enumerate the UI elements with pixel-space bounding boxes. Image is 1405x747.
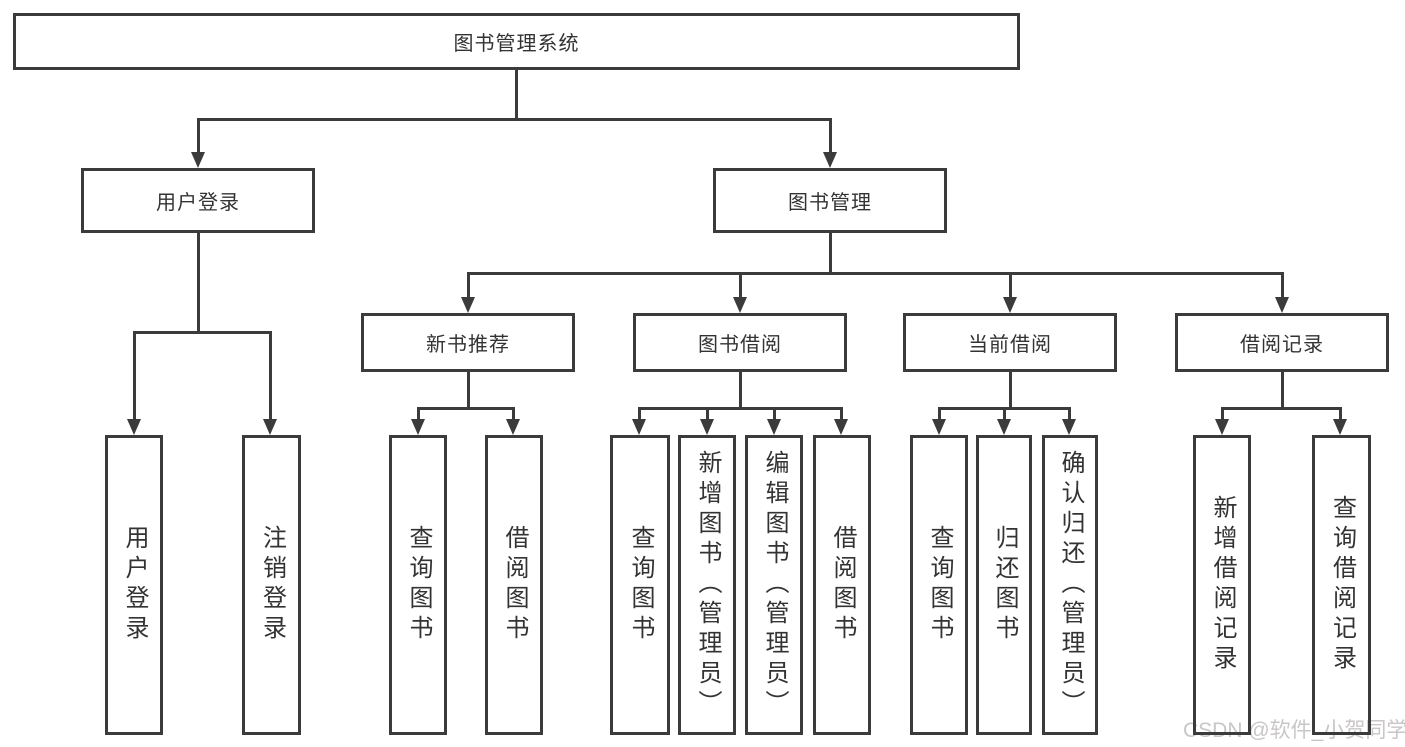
node-leaf-query-books-3: 查询图书 — [910, 435, 968, 735]
node-label: 用户登录 — [121, 525, 148, 645]
node-new-book-recommend: 新书推荐 — [361, 313, 575, 372]
connector-drop — [773, 410, 776, 421]
node-label: 图书借阅 — [698, 334, 782, 356]
node-leaf-confirm-return-admin: 确认归还（管理员） — [1042, 435, 1098, 735]
node-book-management: 图书管理 — [713, 168, 947, 233]
arrow-down-icon — [700, 419, 714, 435]
node-leaf-add-borrow-record: 新增借阅记录 — [1193, 435, 1251, 735]
node-leaf-borrow-books-2: 借阅图书 — [813, 435, 871, 735]
node-label: 借阅图书 — [501, 525, 528, 645]
connector-user-login-rail — [133, 331, 272, 334]
connector-drop-login — [133, 334, 136, 421]
node-label: 查询图书 — [405, 525, 432, 645]
connector-borrow-records-rail — [1221, 407, 1342, 410]
node-current-borrowing: 当前借阅 — [903, 313, 1117, 372]
connector-drop — [512, 410, 515, 421]
arrow-down-icon — [263, 419, 277, 435]
node-label: 新增图书（管理员） — [694, 450, 721, 720]
connector-drop-user-login — [197, 118, 200, 154]
node-label: 图书管理 — [788, 192, 872, 214]
node-label: 查询图书 — [627, 525, 654, 645]
node-leaf-borrow-books-1: 借阅图书 — [485, 435, 543, 735]
connector-root-stub — [515, 70, 518, 118]
node-label: 借阅记录 — [1240, 334, 1324, 356]
node-borrowing-records: 借阅记录 — [1175, 313, 1389, 372]
connector-drop — [1003, 410, 1006, 421]
node-book-borrowing: 图书借阅 — [633, 313, 847, 372]
arrow-down-icon — [191, 152, 205, 168]
connector-drop — [938, 410, 941, 421]
connector-drop — [1068, 410, 1071, 421]
node-user-login: 用户登录 — [81, 168, 315, 233]
node-label: 新增借阅记录 — [1209, 495, 1236, 675]
connector-root-rail — [197, 118, 831, 121]
connector-book-management-stub — [829, 233, 832, 275]
connector-drop — [417, 410, 420, 421]
arrow-down-icon — [411, 419, 425, 435]
node-library-management-system: 图书管理系统 — [13, 13, 1020, 70]
connector-book-borrow-rail — [638, 407, 843, 410]
connector-drop — [1339, 410, 1342, 421]
connector-drop — [840, 410, 843, 421]
connector-book-management-rail — [467, 272, 1284, 275]
arrow-down-icon — [932, 419, 946, 435]
node-label: 查询借阅记录 — [1328, 495, 1356, 675]
arrow-down-icon — [823, 152, 837, 168]
connector-book-borrow-stub — [739, 372, 742, 410]
node-label: 归还图书 — [991, 525, 1018, 645]
arrow-down-icon — [997, 419, 1011, 435]
node-leaf-edit-books-admin: 编辑图书（管理员） — [745, 435, 803, 735]
arrow-down-icon — [1333, 419, 1347, 435]
connector-current-borrow-rail — [938, 407, 1071, 410]
connector-new-book-stub — [467, 372, 470, 410]
connector-drop — [638, 410, 641, 421]
node-label: 图书管理系统 — [453, 33, 580, 55]
arrow-down-icon — [1215, 419, 1229, 435]
connector-user-login-stub — [197, 233, 200, 334]
node-label: 注销登录 — [258, 525, 286, 645]
node-leaf-add-books-admin: 新增图书（管理员） — [678, 435, 736, 735]
connector-drop-borrow-records — [1281, 275, 1284, 299]
node-label: 新书推荐 — [426, 334, 510, 356]
connector-drop-book-borrow — [739, 275, 742, 299]
connector-borrow-records-stub — [1281, 372, 1284, 410]
arrow-down-icon — [127, 419, 141, 435]
connector-current-borrow-stub — [1009, 372, 1012, 410]
arrow-down-icon — [834, 419, 848, 435]
arrow-down-icon — [767, 419, 781, 435]
node-label: 当前借阅 — [968, 334, 1052, 356]
connector-drop — [706, 410, 709, 421]
arrow-down-icon — [506, 419, 520, 435]
connector-drop-logout — [269, 334, 272, 421]
node-leaf-query-books-2: 查询图书 — [610, 435, 670, 735]
node-leaf-query-borrow-record: 查询借阅记录 — [1312, 435, 1371, 735]
arrow-down-icon — [1275, 297, 1289, 313]
connector-drop-book-management — [829, 118, 832, 154]
csdn-watermark: CSDN @软件_小贺同学 — [1183, 719, 1405, 742]
arrow-down-icon — [461, 297, 475, 313]
arrow-down-icon — [1003, 297, 1017, 313]
node-label: 确认归还（管理员） — [1057, 450, 1084, 720]
node-leaf-logout: 注销登录 — [242, 435, 301, 735]
arrow-down-icon — [733, 297, 747, 313]
node-label: 编辑图书（管理员） — [761, 450, 788, 720]
connector-drop-current-borrow — [1009, 275, 1012, 299]
arrow-down-icon — [1062, 419, 1076, 435]
node-leaf-query-books-1: 查询图书 — [389, 435, 447, 735]
connector-drop-new-book — [467, 275, 470, 299]
node-leaf-user-login: 用户登录 — [105, 435, 163, 735]
node-leaf-return-books: 归还图书 — [976, 435, 1032, 735]
node-label: 用户登录 — [156, 192, 240, 214]
connector-drop — [1221, 410, 1224, 421]
node-label: 借阅图书 — [829, 525, 856, 645]
node-label: 查询图书 — [926, 525, 953, 645]
connector-new-book-rail — [417, 407, 515, 410]
arrow-down-icon — [632, 419, 646, 435]
